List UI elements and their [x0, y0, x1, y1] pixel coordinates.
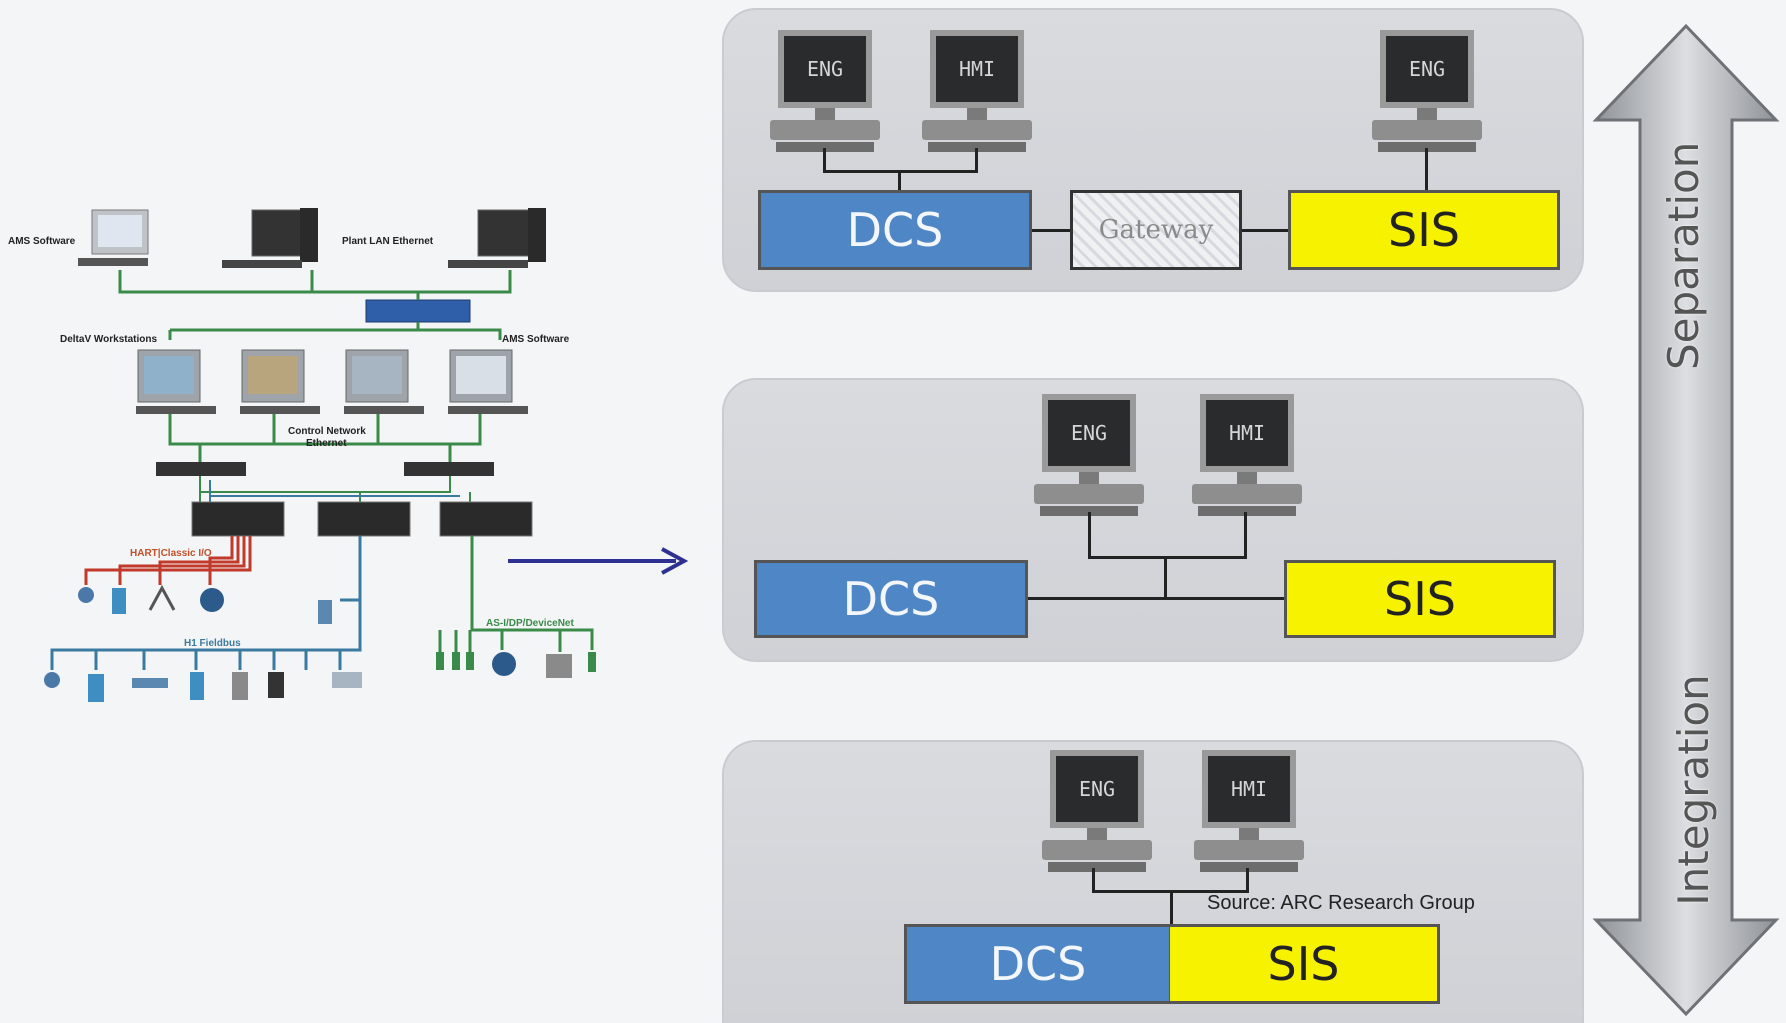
switch-1-icon [156, 462, 246, 476]
hmi-label: HMI [1202, 750, 1296, 828]
controller-rack-3 [439, 501, 533, 537]
source-citation: Source: ARC Research Group [1207, 892, 1475, 914]
control-network-label-2: Ethernet [306, 438, 347, 449]
hmi-workstation-p3: HMI [1194, 750, 1304, 874]
sis-block-p2: SIS [1284, 560, 1556, 638]
separation-label: Separation [1659, 141, 1708, 370]
dcs-block-p2: DCS [754, 560, 1028, 638]
hmi-label: HMI [1200, 394, 1294, 472]
deltav-workstation-1 [136, 349, 216, 414]
ams-software-top-label: AMS Software [8, 236, 76, 247]
eng-label: ENG [1380, 30, 1474, 108]
controller-rack-1 [191, 501, 285, 537]
hmi-workstation-p1: HMI [922, 30, 1032, 154]
sis-block-p1: SIS [1288, 190, 1560, 270]
ams-software-right-label: AMS Software [502, 334, 570, 345]
plant-lan-label: Plant LAN Ethernet [342, 236, 434, 247]
plant-network-diagram: AMS Software Plant LAN Ethernet DeltaV W… [8, 208, 596, 702]
deltav-workstation-4 [448, 349, 528, 414]
dcs-block-p3: DCS [904, 924, 1172, 1004]
hart-io-label: HART|Classic I/O [130, 548, 212, 559]
asi-bus-label: AS-I/DP/DeviceNet [486, 618, 574, 629]
gateway-block: Gateway [1070, 190, 1242, 270]
eng-label: ENG [1050, 750, 1144, 828]
h1-fieldbus-label: H1 Fieldbus [184, 638, 241, 649]
switch-2-icon [404, 462, 494, 476]
integration-label: Integration [1669, 674, 1718, 906]
deltav-workstation-2 [240, 349, 320, 414]
ams-workstation-right [448, 208, 546, 268]
deltav-workstation-3 [344, 349, 424, 414]
hmi-label: HMI [930, 30, 1024, 108]
pointer-arrow-icon [508, 547, 688, 575]
router-icon [365, 299, 471, 323]
field-devices-h1 [44, 672, 362, 702]
field-devices-asi [436, 652, 596, 678]
separation-integration-arrow-icon [1592, 23, 1780, 1017]
eng-label: ENG [1042, 394, 1136, 472]
plant-lan-workstation [222, 208, 318, 268]
eng-label: ENG [778, 30, 872, 108]
deltav-workstations-label: DeltaV Workstations [60, 334, 157, 345]
eng-workstation-p1-b: ENG [1372, 30, 1482, 154]
eng-workstation-p3: ENG [1042, 750, 1152, 874]
sis-block-p3: SIS [1170, 924, 1440, 1004]
field-devices-hart [78, 584, 332, 624]
controller-rack-2 [317, 501, 411, 537]
hmi-workstation-p2: HMI [1192, 394, 1302, 518]
ams-workstation-top [78, 209, 149, 266]
control-network-label-1: Control Network [288, 426, 366, 437]
eng-workstation-p1-a: ENG [770, 30, 880, 154]
eng-workstation-p2: ENG [1034, 394, 1144, 518]
dcs-block-p1: DCS [758, 190, 1032, 270]
